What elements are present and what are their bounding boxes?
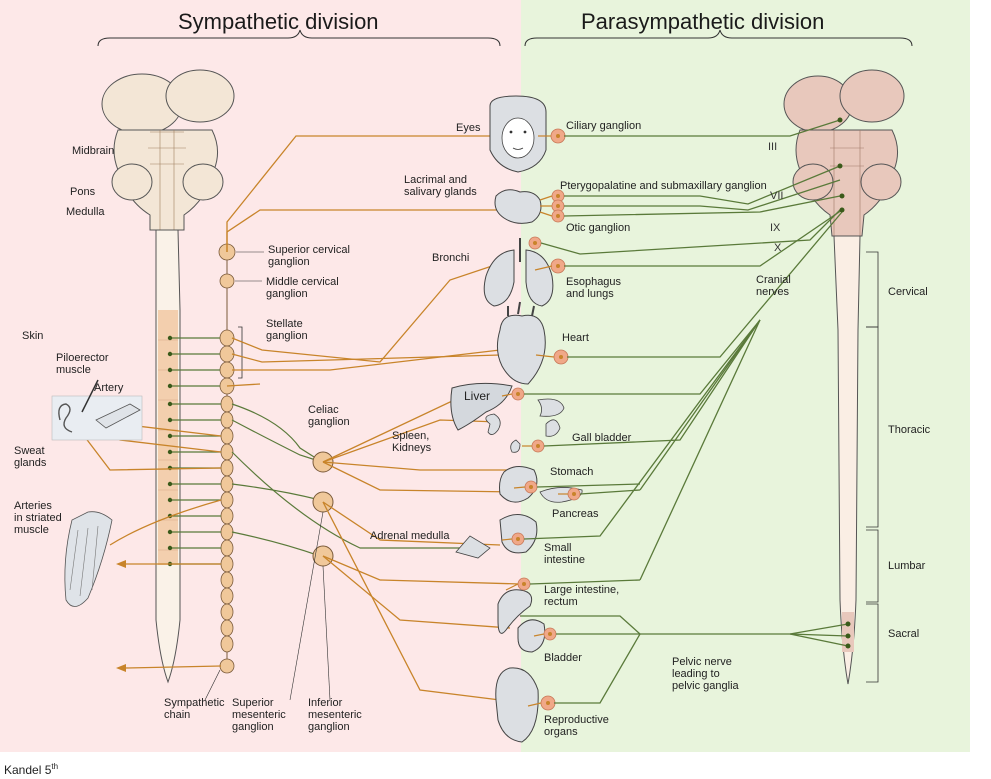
label-pelvic-nerve: Pelvic nerve leading to pelvic ganglia [672, 656, 739, 692]
sympathetic-heading: Sympathetic division [178, 9, 379, 34]
parasympathetic-ganglion-cores [516, 134, 576, 705]
parasympathetic-nucleus-dots [837, 117, 851, 649]
stellate-bracket [238, 326, 243, 379]
intermediolateral-column [158, 310, 178, 565]
parasympathetic-brainstem [783, 69, 905, 237]
organ-stomach [499, 466, 538, 503]
label-nerve-III: III [768, 141, 778, 153]
label-superior-cervical: Superior cervical ganglion [268, 244, 350, 268]
prevertebral-ganglia [312, 451, 334, 567]
label-inferior-mesenteric: Inferior mesenteric ganglion [308, 697, 362, 733]
organ-heart [496, 301, 546, 385]
organ-kidney-1 [485, 413, 501, 435]
label-sacral: Sacral [888, 628, 920, 640]
superior-mesenteric-leader [289, 511, 324, 701]
organ-bladder [517, 619, 546, 653]
organ-lungs [483, 238, 554, 307]
label-arteries-striated: Arteries in striated muscle [14, 500, 62, 536]
label-liver: Liver [464, 389, 491, 403]
parasympathetic-preganglionic-fibers [520, 119, 849, 704]
sympathetic-brainstem [101, 69, 235, 231]
organ-gallbladder [510, 439, 521, 453]
label-celiac: Celiac ganglion [308, 404, 350, 428]
organ-large-intestine [497, 589, 533, 634]
organ-reproductive [495, 667, 539, 743]
label-pterygopalatine: Pterygopalatine and submaxillary ganglio… [560, 180, 767, 192]
label-spleen-kidneys: Spleen, Kidneys [392, 430, 432, 454]
label-otic: Otic ganglion [566, 222, 631, 234]
parasympathetic-postganglionic-fibers [501, 135, 568, 707]
skin-inset [51, 395, 143, 441]
sacral-segment [842, 612, 854, 652]
label-midbrain: Midbrain [72, 145, 115, 157]
label-artery: Artery [94, 382, 124, 394]
striated-muscle-shape [64, 511, 113, 607]
label-medulla: Medulla [66, 206, 105, 218]
label-nerve-IX: IX [770, 222, 781, 234]
artery-shape [95, 403, 141, 429]
sweat-gland-shape [58, 403, 73, 433]
region-brackets [866, 251, 879, 683]
label-small-intestine: Small intestine [544, 542, 585, 566]
label-eyes: Eyes [456, 122, 481, 134]
sympathetic-preganglionic-fibers [170, 337, 470, 565]
label-piloerector: Piloerector muscle [56, 352, 109, 376]
label-stellate: Stellate ganglion [266, 318, 308, 342]
organ-kidney-2 [545, 419, 561, 437]
label-stomach: Stomach [550, 466, 594, 478]
sympathetic-brace [97, 29, 501, 47]
label-lacrimal: Lacrimal and salivary glands [404, 174, 477, 198]
label-pancreas: Pancreas [552, 508, 599, 520]
label-heart: Heart [562, 332, 589, 344]
label-sympathetic-chain: Sympathetic chain [164, 697, 225, 721]
label-cervical: Cervical [888, 286, 928, 298]
arrow-muscle [116, 560, 126, 568]
organ-adrenal [455, 535, 491, 559]
organ-face [489, 95, 547, 173]
organ-liver [450, 382, 513, 431]
label-gall-bladder: Gall bladder [572, 432, 632, 444]
label-ciliary: Ciliary ganglion [566, 120, 642, 132]
label-bronchi: Bronchi [432, 252, 470, 264]
arrow-lower [116, 664, 126, 672]
label-lumbar: Lumbar [888, 560, 926, 572]
label-bladder: Bladder [544, 652, 582, 664]
sympathetic-background [0, 0, 521, 752]
label-thoracic: Thoracic [888, 424, 931, 436]
parasympathetic-heading: Parasympathetic division [581, 9, 825, 34]
muscle-fibers [69, 525, 99, 597]
label-adrenal: Adrenal medulla [370, 530, 450, 542]
label-superior-mesenteric: Superior mesenteric ganglion [232, 697, 286, 733]
parasympathetic-background [521, 0, 970, 752]
cord-neuron-dots [167, 335, 173, 567]
source-credit: Kandel 5th [4, 760, 58, 777]
credit-superscript: th [51, 762, 59, 771]
label-sweat-glands: Sweat glands [14, 445, 47, 469]
label-skin: Skin [22, 330, 44, 342]
chain-leader [204, 669, 221, 701]
label-middle-cervical: Middle cervical ganglion [266, 276, 339, 300]
label-nerve-VII: VII [770, 190, 784, 202]
inferior-mesenteric-leader [322, 565, 331, 701]
label-cranial-nerves: Cranial nerves [756, 274, 791, 298]
label-pons: Pons [70, 186, 96, 198]
credit-text: Kandel 5 [4, 763, 52, 777]
label-nerve-X: X [774, 242, 782, 254]
parasympathetic-spinal-cord [833, 235, 861, 685]
label-esophagus: Esophagus and lungs [566, 276, 622, 300]
parasympathetic-brace [524, 29, 913, 47]
organ-spleen [537, 398, 565, 417]
label-reproductive: Reproductive organs [544, 714, 609, 738]
hair-shaft [81, 379, 99, 413]
label-large-intestine: Large intestine, rectum [544, 584, 620, 608]
